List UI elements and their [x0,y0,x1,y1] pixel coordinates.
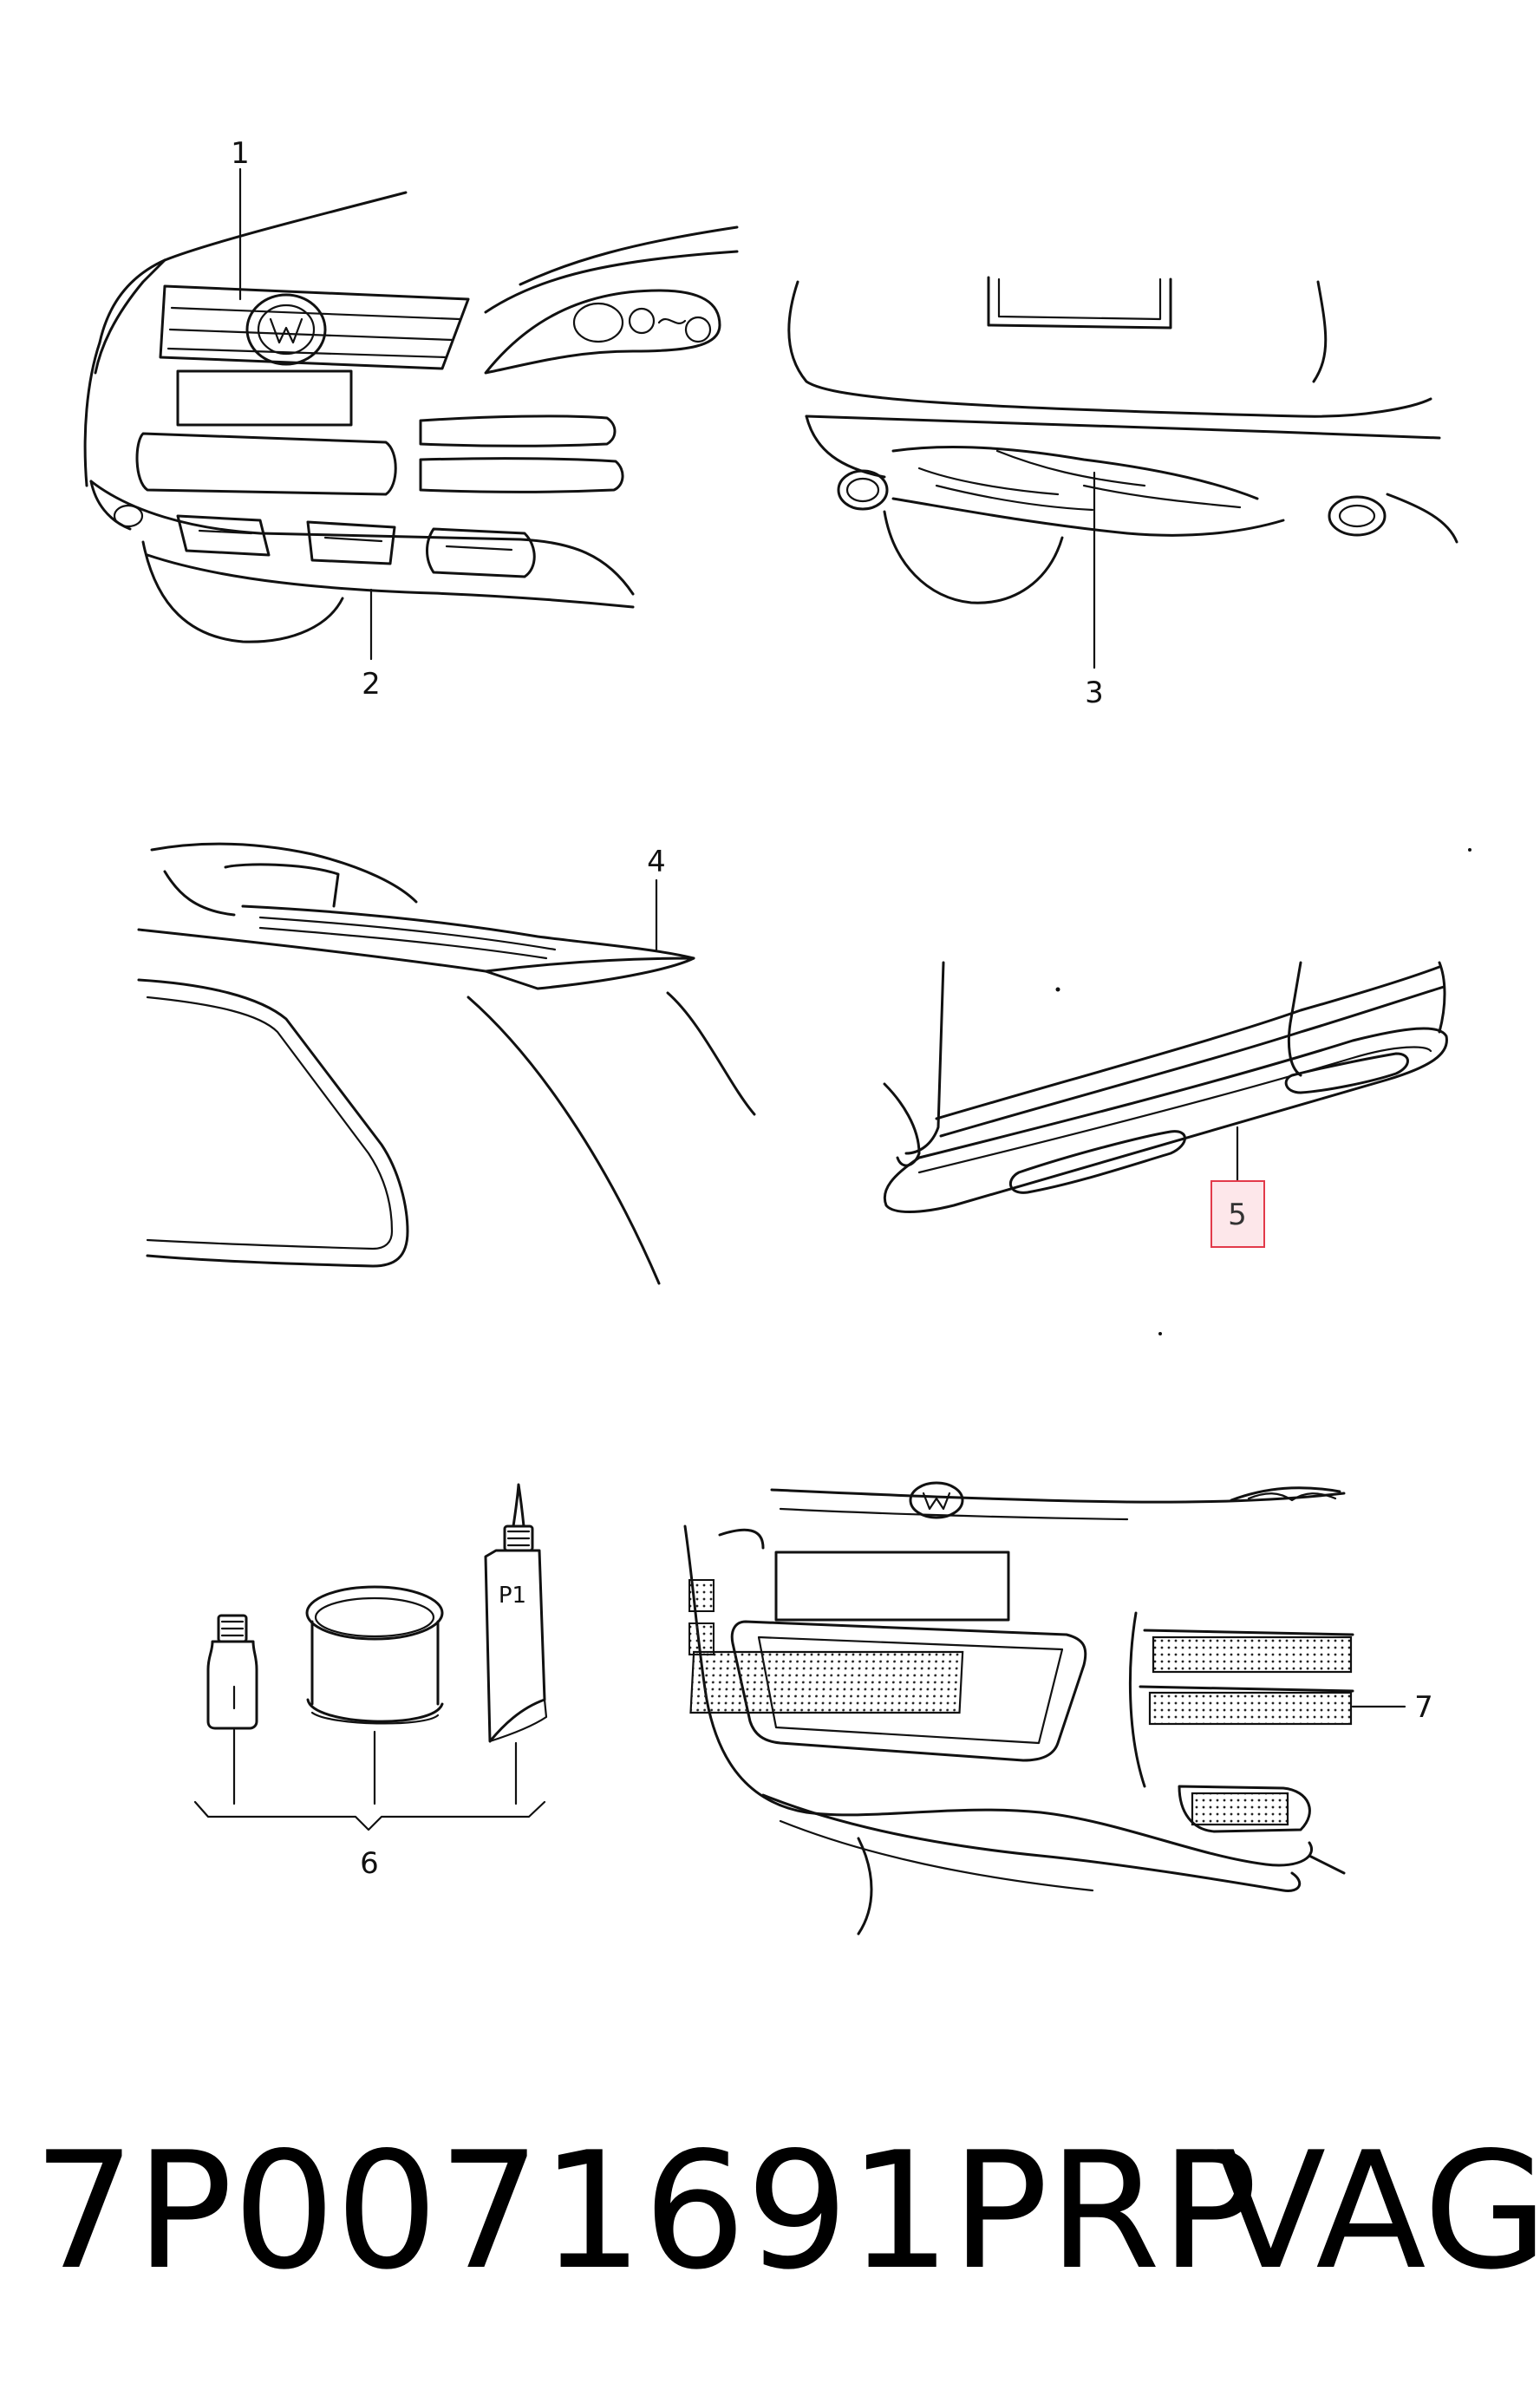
part-number: 7P0071691PRP [33,2117,1258,2305]
tube-p1: P1 [484,1483,548,1743]
front-bumper-illustration [683,1481,1354,1936]
primer-bottle [206,1614,258,1730]
callout-5-highlight [1210,1180,1265,1248]
callout-4: 4 [647,845,666,951]
adhesive-tin [305,1585,444,1725]
callout-6-label: 6 [360,1846,379,1881]
callout-5-label: 5 [1228,1198,1247,1232]
callout-3: 3 [1085,471,1104,710]
front-view-illustration [83,191,739,643]
callout-3-label: 3 [1085,676,1104,710]
callout-1-label: 1 [231,136,250,171]
adhesive-kit-illustration: P1 [193,1483,548,1831]
callout-7: 7 [1351,1690,1433,1725]
callout-4-label: 4 [647,845,666,879]
tube-label: P1 [499,1583,526,1609]
rear-view-illustration [787,276,1458,604]
callout-1: 1 [231,136,250,301]
brand-name: VAG [1216,2117,1540,2305]
callout-5: 5 [1210,1126,1265,1248]
side-sill-illustration [883,848,1471,1335]
callout-7-label: 7 [1414,1690,1433,1725]
roof-spoiler-illustration [137,842,756,1285]
callout-2: 2 [362,588,381,702]
callout-2-label: 2 [362,667,381,702]
callout-6: 6 [360,1846,379,1881]
